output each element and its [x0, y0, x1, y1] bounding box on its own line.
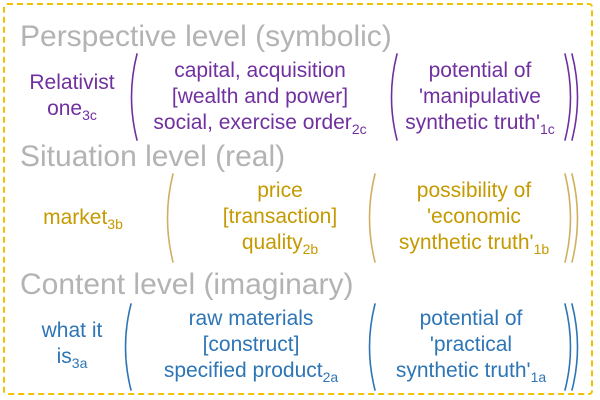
situation-label-line1: market — [43, 206, 108, 229]
content-label: what it is3a — [20, 318, 124, 376]
perspective-right-subscript: 1c — [539, 121, 555, 137]
perspective-middle-subscript: 2c — [351, 121, 367, 137]
content-middle-line3: specified product — [163, 359, 323, 382]
perspective-label-line1: Relativist — [29, 71, 115, 94]
situation-label-subscript: 3b — [107, 216, 123, 232]
situation-level-heading: Situation level (real) — [20, 140, 286, 173]
perspective-label-line2: one — [47, 97, 83, 120]
situation-middle-line2: [transaction] — [222, 205, 338, 228]
situation-label: market3b — [28, 205, 138, 237]
perspective-label: Relativist one3c — [14, 70, 130, 128]
content-right-line2: 'practical — [429, 333, 513, 356]
content-middle-line2: [construct] — [202, 333, 300, 356]
situation-middle-block: price [transaction] quality2b — [170, 178, 390, 262]
perspective-right-line3: synthetic truth' — [405, 111, 540, 134]
content-right-subscript: 1a — [530, 369, 547, 385]
content-middle-subscript: 2a — [322, 369, 339, 385]
situation-right-block: possibility of 'economic synthetic truth… — [376, 178, 572, 262]
content-right-parens — [564, 303, 579, 391]
content-level-heading: Content level (imaginary) — [20, 268, 354, 301]
perspective-middle-line2: [wealth and power] — [171, 85, 349, 108]
situation-right-line1: possibility of — [416, 179, 532, 202]
content-label-line1: what it — [41, 319, 103, 342]
content-middle-line1: raw materials — [188, 307, 314, 330]
content-middle-block: raw materials [construct] specified prod… — [134, 306, 368, 390]
content-left-paren-1 — [124, 303, 132, 391]
situation-middle-subscript: 2b — [302, 241, 319, 257]
situation-right-subscript: 1b — [533, 241, 550, 257]
perspective-left-paren-2 — [390, 53, 398, 141]
content-left-paren-2 — [368, 303, 376, 391]
content-right-block: potential of 'practical synthetic truth'… — [374, 306, 568, 390]
perspective-right-parens — [564, 53, 579, 141]
perspective-label-subscript: 3c — [82, 107, 97, 123]
perspective-right-line1: potential of — [428, 59, 532, 82]
perspective-right-block: potential of 'manipulative synthetic tru… — [392, 58, 568, 142]
situation-left-paren-1 — [166, 173, 174, 263]
situation-middle-line1: price — [257, 179, 303, 202]
perspective-level-heading: Perspective level (symbolic) — [20, 20, 392, 53]
content-right-line1: potential of — [419, 307, 523, 330]
situation-middle-line3: quality — [241, 231, 303, 254]
content-label-subscript: 3a — [71, 355, 88, 371]
content-right-line3: synthetic truth' — [395, 359, 531, 382]
perspective-middle-line3: social, exercise order — [153, 111, 352, 134]
dashed-frame — [3, 3, 593, 395]
situation-right-line3: synthetic truth' — [398, 231, 534, 254]
perspective-right-line2: 'manipulative — [419, 85, 541, 108]
situation-left-paren-2 — [368, 173, 376, 263]
content-label-line2: is — [56, 345, 72, 368]
perspective-middle-block: capital, acquisition [wealth and power] … — [130, 58, 390, 142]
situation-right-parens — [564, 173, 579, 263]
perspective-left-paren-1 — [130, 53, 138, 141]
situation-right-line2: 'economic — [427, 205, 521, 228]
perspective-middle-line1: capital, acquisition — [174, 59, 346, 82]
